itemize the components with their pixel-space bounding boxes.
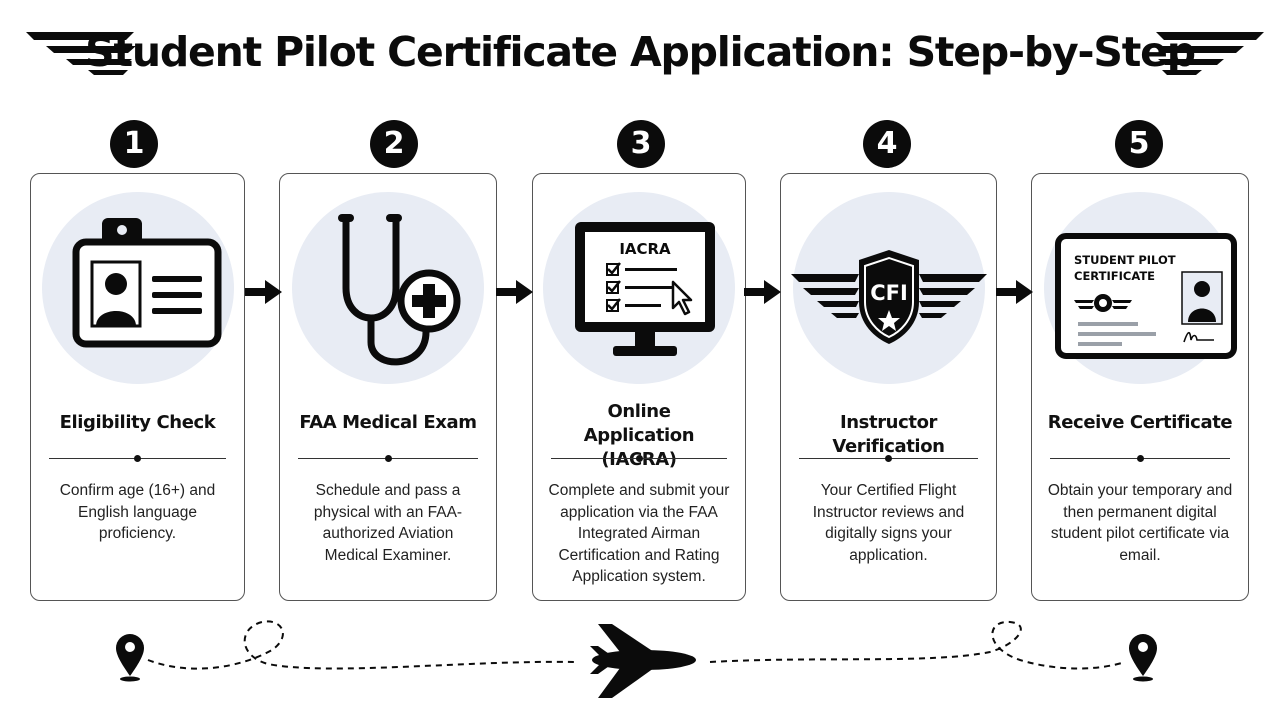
step-3-number-badge: 3 [617, 120, 665, 168]
step-5-number-badge: 5 [1115, 120, 1163, 168]
step-4-card: CFI Instructor Verification Your Certifi… [780, 173, 997, 601]
left-wing-decoration [26, 32, 136, 75]
step-4-description: Your Certified Flight Instructor reviews… [812, 482, 965, 564]
arrow-right-icon [496, 280, 533, 304]
step-1-description: Confirm age (16+) and English language p… [59, 482, 216, 542]
step-2-description: Schedule and pass a physical with an FAA… [313, 482, 463, 564]
step-5-title: Receive Certificate [1047, 412, 1233, 433]
iacra-screen-label: IACRA [619, 240, 671, 258]
step-4-title: Instructor Verification [832, 412, 945, 457]
divider-dot [134, 455, 141, 462]
step-3-description: Complete and submit your application via… [548, 482, 730, 585]
divider-dot [885, 455, 892, 462]
step-4-number-badge: 4 [863, 120, 911, 168]
arrow-right-icon [245, 280, 282, 304]
divider-dot [384, 455, 392, 462]
arrow-right-icon [744, 280, 781, 304]
id-badge-icon [72, 218, 221, 348]
arrow-right-icon [996, 280, 1033, 304]
step-1-card: Eligibility Check Confirm age (16+) and … [30, 173, 245, 601]
step-1-number-badge: 1 [110, 120, 158, 168]
right-wing-decoration [1154, 32, 1264, 75]
step-2-number-badge: 2 [370, 120, 418, 168]
divider-dot [1136, 455, 1144, 462]
start-location-pin-icon [116, 634, 144, 682]
cfi-shield-wings-icon: CFI [790, 250, 987, 344]
step-2-title: FAA Medical Exam [299, 412, 477, 433]
flight-path-decoration [116, 620, 1157, 698]
step-2-card: FAA Medical Exam Schedule and pass a phy… [279, 173, 497, 601]
airplane-icon [590, 624, 696, 698]
cfi-shield-label: CFI [870, 281, 908, 305]
computer-monitor-checklist-icon: IACRA [575, 222, 715, 356]
step-3-card: IACRA Online Application (IACRA) Complet… [532, 173, 746, 601]
step-1-title: Eligibility Check [59, 412, 216, 433]
divider-dot [635, 455, 643, 462]
step-5-description: Obtain your temporary and then permanent… [1047, 482, 1233, 564]
end-location-pin-icon [1129, 634, 1157, 682]
stethoscope-icon [338, 214, 461, 366]
page-title: Student Pilot Certificate Application: S… [85, 28, 1196, 76]
